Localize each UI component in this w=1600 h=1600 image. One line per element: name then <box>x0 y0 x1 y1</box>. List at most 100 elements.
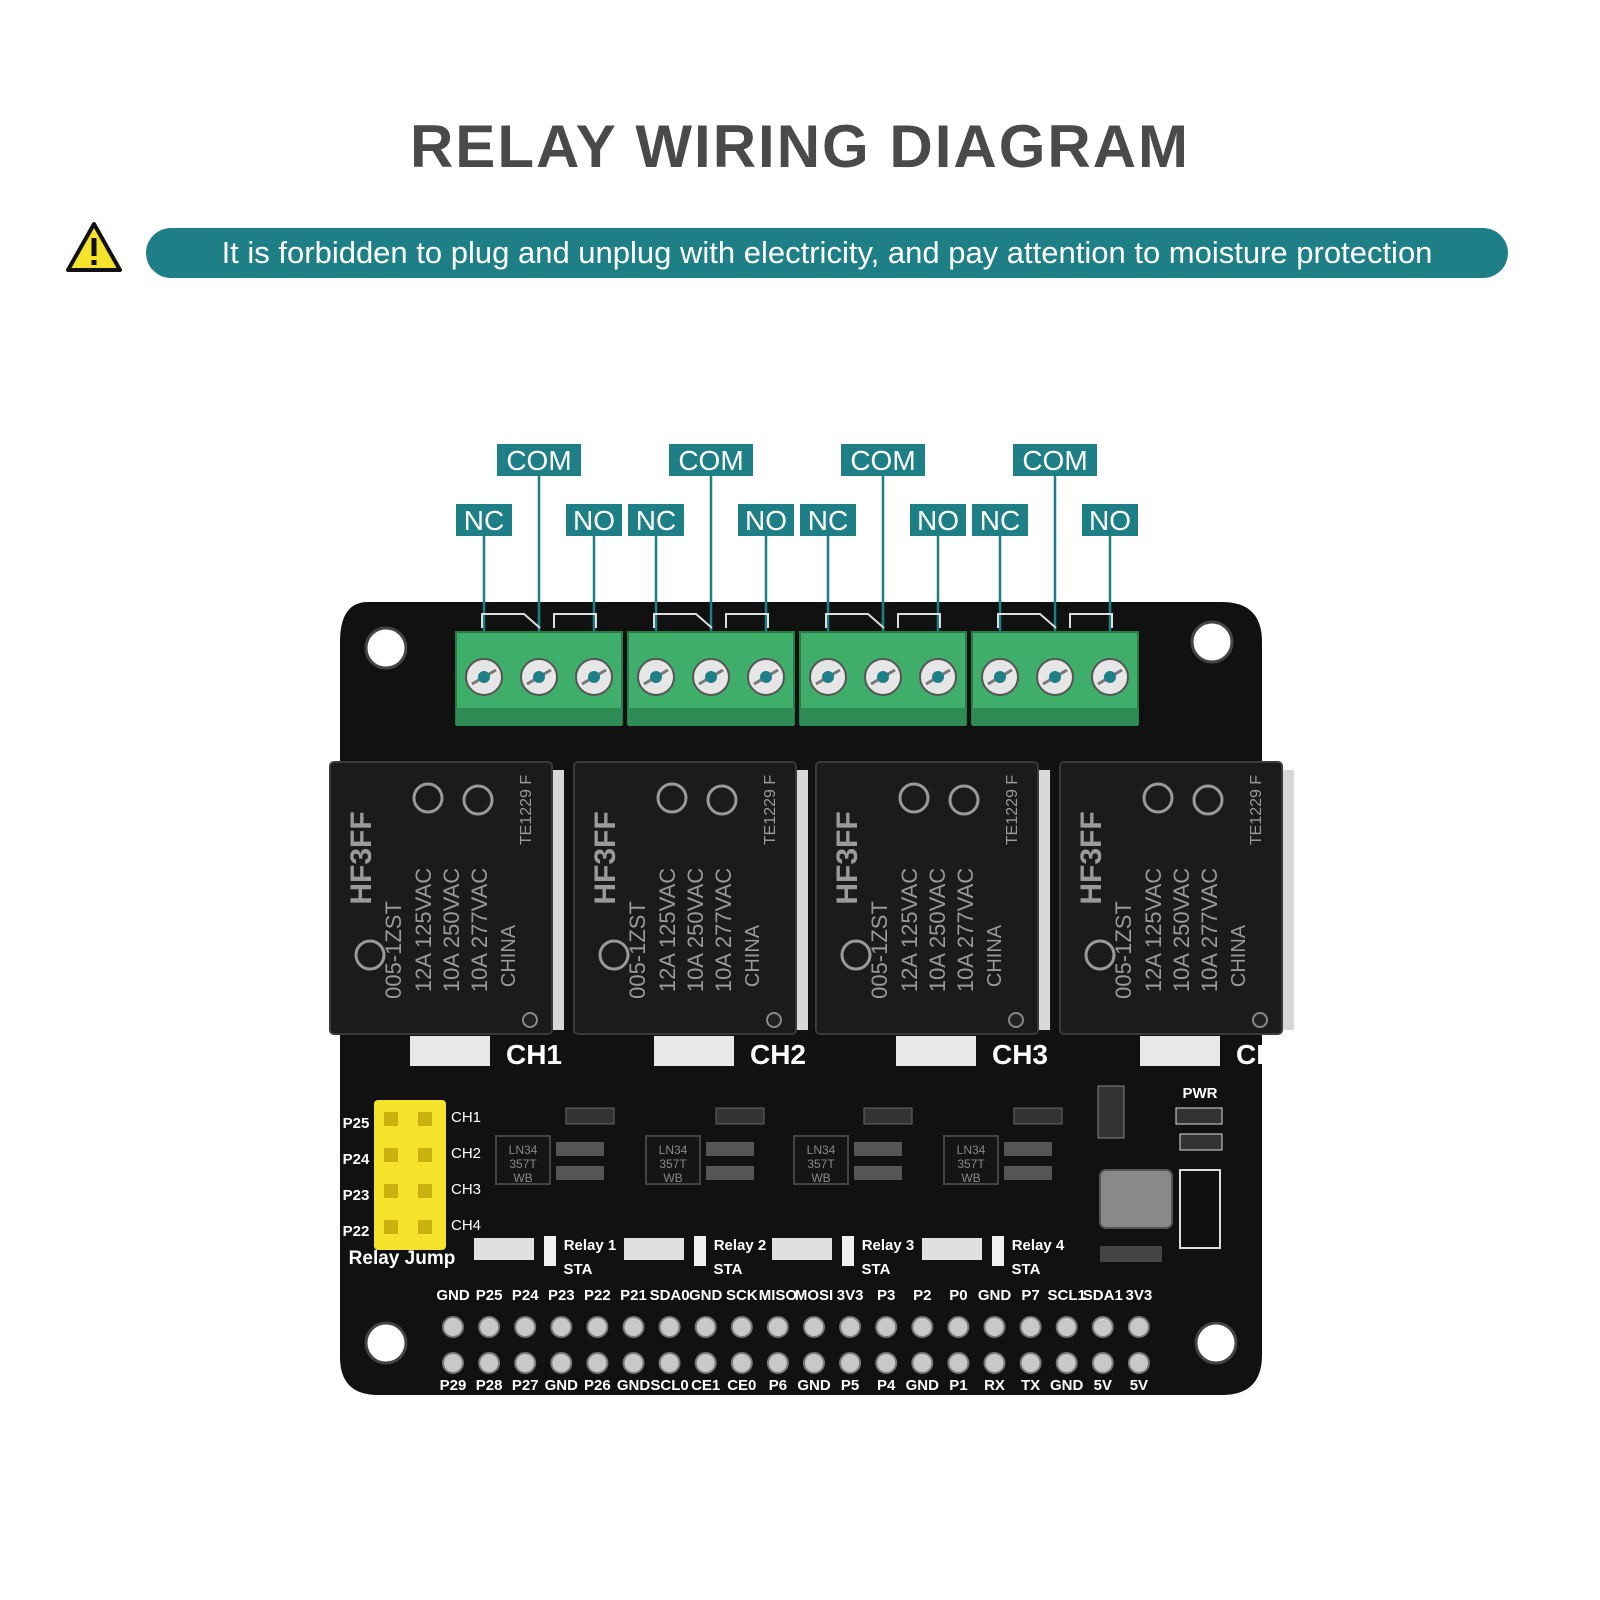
header-bottom-label: P5 <box>841 1377 859 1394</box>
optocoupler-ic <box>495 1135 551 1185</box>
header-pin <box>1019 1352 1042 1374</box>
nc-tag <box>800 504 856 536</box>
header-top-label: GND <box>436 1287 470 1304</box>
header-top-label: P23 <box>548 1287 575 1304</box>
header-pin <box>803 1352 825 1374</box>
vde-logo-icon <box>1142 782 1174 814</box>
header-bottom-label: CE1 <box>691 1377 720 1394</box>
ic-label: 357T <box>509 1157 537 1171</box>
header-top-label: MISO <box>759 1287 798 1304</box>
jumper-pin-label: P24 <box>343 1151 370 1168</box>
optocoupler-ic <box>645 1135 701 1185</box>
header-bottom-label: P6 <box>769 1377 787 1394</box>
relay-spec: 10A 277VAC <box>953 868 978 992</box>
relay-switch-symbol <box>825 613 941 629</box>
mounting-holes <box>364 620 1238 1365</box>
voltage-regulator <box>1179 1169 1221 1249</box>
no-tag <box>738 504 794 536</box>
relay-switch-symbol <box>481 613 597 629</box>
relay-led-label: Relay 4 <box>1012 1237 1065 1254</box>
wire-endpoint <box>1049 671 1061 683</box>
relay-spec: 12A 125VAC <box>655 868 680 992</box>
relay-spec: 12A 125VAC <box>411 868 436 992</box>
no-tag <box>910 504 966 536</box>
header-bottom-label: P4 <box>877 1377 896 1394</box>
header-bottom-label: GND <box>797 1377 831 1394</box>
relay-pin-bracket <box>896 1036 976 1066</box>
com-label: COM <box>1022 445 1087 476</box>
relay-pin-bracket <box>1140 1036 1220 1066</box>
header-pin <box>478 1316 501 1338</box>
relay-spec: 12A 125VAC <box>897 868 922 992</box>
header-top-label: SCL1 <box>1048 1287 1086 1304</box>
smd-transistor <box>556 1166 604 1180</box>
hf-logo-icon <box>598 939 630 971</box>
nc-tag <box>972 504 1028 536</box>
smd-resistor <box>706 1142 754 1156</box>
nc-label: NC <box>980 505 1020 536</box>
header-pin <box>478 1352 501 1374</box>
no-label: NO <box>573 505 615 536</box>
header-bottom-label: P28 <box>476 1377 503 1394</box>
relay-cert: TE1229 F <box>762 775 779 845</box>
nc-tag <box>456 504 512 536</box>
relay-spec: 005-1ZST <box>381 901 406 999</box>
nc-label: NC <box>636 505 676 536</box>
header-pin <box>622 1352 645 1374</box>
jumper-pin <box>384 1148 398 1162</box>
smd-resistor-array <box>624 1238 684 1260</box>
wire-endpoint <box>650 671 662 683</box>
relay-switch-symbol <box>997 613 1113 629</box>
relay-spec: 10A 250VAC <box>1169 868 1194 992</box>
header-top-label: MOSI <box>795 1287 833 1304</box>
hf-logo-icon <box>840 939 872 971</box>
header-pin <box>839 1316 862 1338</box>
hf-logo-icon <box>1084 939 1116 971</box>
header-pin <box>1055 1316 1078 1338</box>
mounting-hole <box>1194 1321 1238 1365</box>
jumper-pin <box>418 1112 432 1126</box>
header-bottom-label: TX <box>1021 1377 1040 1394</box>
header-pin <box>803 1316 825 1338</box>
smd-diode <box>565 1107 615 1125</box>
ic-label: LN34 <box>957 1143 986 1157</box>
header-top-label: 3V3 <box>837 1287 864 1304</box>
nc-label: NC <box>808 505 848 536</box>
header-top-label: 3V3 <box>1126 1287 1153 1304</box>
header-top-label: P22 <box>584 1287 611 1304</box>
relay-pin-bracket <box>654 1036 734 1066</box>
hf-logo-icon <box>354 939 386 971</box>
no-tag <box>566 504 622 536</box>
smd-diode <box>715 1107 765 1125</box>
wire-endpoint <box>1104 671 1116 683</box>
header-pin <box>658 1316 681 1338</box>
relay-spec: 10A 250VAC <box>439 868 464 992</box>
header-pin <box>730 1352 753 1374</box>
relay-pin <box>766 1012 782 1028</box>
ic-label: LN34 <box>509 1143 538 1157</box>
header-pin <box>442 1352 464 1374</box>
header-bottom-label: RX <box>984 1377 1005 1394</box>
header-top-label: SCK <box>726 1287 758 1304</box>
smd-resistor-array <box>474 1238 534 1260</box>
relay-origin: CHINA <box>498 924 520 987</box>
relay-led-label: Relay 2 <box>714 1237 767 1254</box>
com-tag <box>669 444 753 476</box>
smd-resistor <box>854 1142 902 1156</box>
sta-label: STA <box>1012 1261 1041 1278</box>
relay-spec: 10A 277VAC <box>467 868 492 992</box>
header-bottom-label: GND <box>906 1377 940 1394</box>
header-pin <box>875 1352 898 1374</box>
com-tag <box>841 444 925 476</box>
relay-cert: TE1229 F <box>1248 775 1265 845</box>
header-bottom-label: CE0 <box>727 1377 756 1394</box>
jumper-pin <box>418 1148 432 1162</box>
ic-label: LN34 <box>659 1143 688 1157</box>
relay-spec: 005-1ZST <box>867 901 892 999</box>
header-pin <box>694 1352 717 1374</box>
ic-label: 357T <box>957 1157 985 1171</box>
